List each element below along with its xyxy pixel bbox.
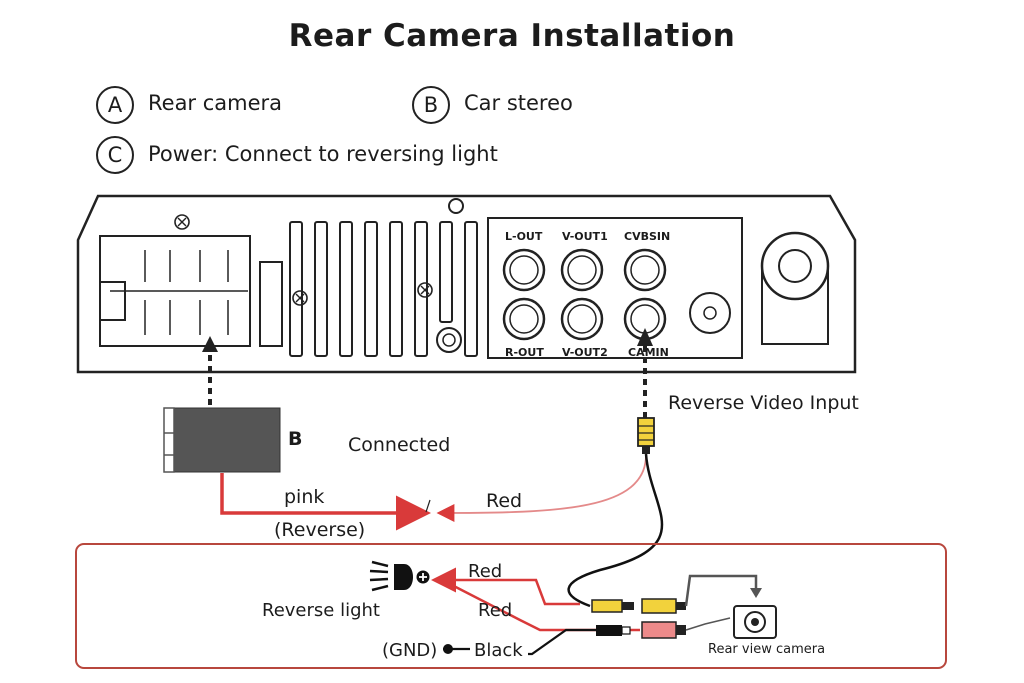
pink-wire-label: pink xyxy=(284,486,325,508)
port-label-cvbsin: CVBSIN xyxy=(624,230,671,243)
black-wire-label: Black xyxy=(474,640,523,661)
camin-connection-arrow xyxy=(637,328,653,418)
legend-text-c: Power: Connect to reversing light xyxy=(148,142,498,166)
legend-text-a: Rear camera xyxy=(148,91,283,115)
port-label-r-out: R-OUT xyxy=(505,346,544,359)
red-signal-wire xyxy=(436,454,647,522)
reverse-label: (Reverse) xyxy=(274,519,366,541)
rear-view-camera-label: Rear view camera xyxy=(708,642,826,657)
rear-view-camera-icon xyxy=(733,605,777,639)
port-label-l-out: L-OUT xyxy=(505,230,543,243)
yellow-rca-plug xyxy=(637,417,655,454)
box-b xyxy=(163,407,281,473)
gnd-label: (GND) xyxy=(382,640,438,661)
video-cable xyxy=(567,453,664,608)
legend-text-b: Car stereo xyxy=(464,91,573,115)
port-label-v-out2: V-OUT2 xyxy=(562,346,608,359)
pink-wire xyxy=(220,473,431,531)
legend-key-c: C xyxy=(96,136,134,174)
black-gnd-wire xyxy=(528,628,600,656)
red-signal-label: Red xyxy=(486,490,523,512)
red-wire-upper xyxy=(431,567,580,606)
legend-key-a: A xyxy=(96,86,134,124)
legend-key-b: B xyxy=(412,86,450,124)
reverse-light-label: Reverse light xyxy=(262,600,380,621)
power-section-panel xyxy=(75,543,947,669)
port-label-camin: CAMIN xyxy=(628,346,669,359)
red-wire-label-2: Red xyxy=(478,600,513,621)
power-connector-pair xyxy=(596,621,686,639)
reverse-light-icon xyxy=(369,560,430,592)
reverse-video-input-label: Reverse Video Input xyxy=(668,392,859,414)
page-title: Rear Camera Installation xyxy=(288,18,736,54)
car-stereo-panel xyxy=(76,194,857,374)
yellow-connector-pair xyxy=(591,598,686,614)
red-wire-label-1: Red xyxy=(468,561,503,582)
box-b-connection-arrow xyxy=(202,336,218,405)
box-b-label: B xyxy=(288,428,303,450)
connected-label: Connected xyxy=(348,434,451,456)
port-label-v-out1: V-OUT1 xyxy=(562,230,608,243)
